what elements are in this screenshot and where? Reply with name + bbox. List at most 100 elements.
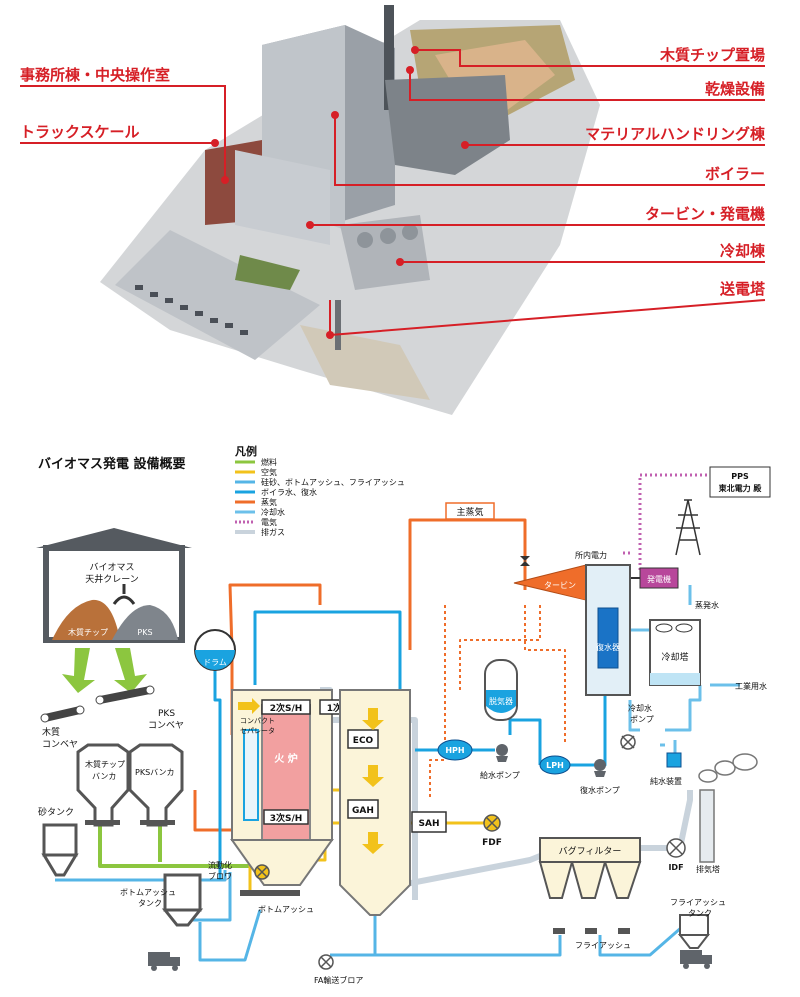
deaerator-label: 脱気器 — [489, 696, 513, 706]
sah — [411, 811, 447, 833]
cooling-tower: 冷却塔 — [649, 619, 701, 686]
legend-label: 冷却水 — [261, 507, 285, 517]
fluidizing-blower-label-1: 流動化 — [208, 860, 232, 870]
fly-ash-tank-label-2: タンク — [688, 909, 712, 918]
bottom-ash-tank-label-1: ボトムアッシュ — [120, 888, 176, 897]
legend-label: 蒸気 — [261, 497, 277, 507]
label-material-handling: マテリアルハンドリング棟 — [585, 125, 766, 143]
steam-extraction-lines — [429, 605, 566, 800]
legend-label: 燃料 — [261, 457, 277, 467]
drum-label: ドラム — [203, 658, 227, 667]
condensate-pump-icon — [594, 759, 606, 777]
superheater-3 — [263, 809, 309, 825]
station-power-label: 所内電力 — [575, 550, 607, 560]
label-cooling: 冷却棟 — [720, 242, 766, 260]
label-tower: 送電塔 — [719, 280, 766, 298]
cooling-fans — [357, 224, 418, 248]
parking-lot — [115, 230, 320, 360]
compact-separator — [243, 729, 259, 821]
arrow-down-icon — [114, 648, 147, 693]
pks-bunker-label: PKSバンカ — [135, 768, 175, 777]
crane-roof — [36, 528, 192, 548]
label-dryer: 乾燥設備 — [705, 80, 765, 98]
bottom-ash-tank-label-2: タンク — [138, 899, 162, 908]
pks-conveyor-label-2: コンベヤ — [148, 721, 184, 731]
label-chip-yard: 木質チップ置場 — [659, 46, 765, 64]
cooling-building — [340, 215, 430, 290]
sand-tank-label: 砂タンク — [38, 806, 74, 818]
diagram-title: バイオマス発電 設備概要 — [38, 456, 186, 472]
wood-chip-pile-label: 木質チップ — [68, 627, 108, 637]
trees — [235, 255, 300, 290]
lph-label: LPH — [546, 761, 564, 770]
hph-label: HPH — [445, 746, 464, 755]
arrow-down-icon — [362, 832, 384, 854]
arrow-down-icon — [62, 648, 95, 693]
pps-box — [709, 466, 771, 498]
crane-label-2: 天井クレーン — [85, 573, 139, 585]
industrial-water-label: 工業用水 — [735, 681, 767, 691]
superheater-2-label: 2次S/H — [270, 702, 303, 714]
turbine-building — [235, 150, 330, 245]
fluidizing-blower-label-2: ブロワ — [208, 871, 232, 881]
wood-chip-pile — [52, 599, 120, 640]
feed-pump-icon — [496, 744, 508, 762]
smoke-icon — [698, 753, 758, 783]
main-steam-box — [445, 502, 495, 520]
boiler-hopper — [230, 839, 334, 886]
crane-label-1: バイオマス — [89, 562, 134, 573]
photo-leader-lines — [20, 49, 766, 337]
superheater-3-label: 3次S/H — [270, 812, 303, 824]
fdf-fan — [483, 814, 501, 832]
cooling-pump-icon — [620, 734, 636, 750]
legend-label: 排ガス — [261, 527, 285, 537]
wood-bunker — [76, 743, 130, 827]
plant-photo — [100, 5, 600, 415]
idf-fan — [666, 838, 686, 858]
boiler: コンパクト セパレータ 火 炉 2次S/H 1次S/H 3次S/H — [230, 689, 367, 886]
sah-label: SAH — [419, 819, 440, 829]
chimney — [384, 5, 394, 110]
generator-label: 発電機 — [647, 574, 671, 584]
fly-ash-tank — [677, 914, 711, 949]
arrow-down-icon — [362, 708, 384, 730]
arrow-right-icon — [238, 698, 260, 714]
crane-house: 木質チップ PKS バイオマス 天井クレーン — [36, 528, 192, 643]
label-turbine: タービン・発電機 — [645, 205, 765, 223]
legend-label: 硅砂、ボトムアッシュ、フライアッシュ — [261, 477, 405, 487]
label-boiler: ボイラー — [705, 165, 765, 183]
sand-tank — [41, 823, 79, 877]
compact-separator-label-1: コンパクト — [240, 717, 275, 725]
pure-water-label: 純水装置 — [650, 776, 682, 786]
transmission-tower — [335, 300, 341, 350]
compact-separator-label-2: セパレータ — [240, 726, 275, 735]
wood-bunker-label-2: バンカ — [92, 772, 116, 781]
main-steam-label: 主蒸気 — [456, 506, 483, 518]
turbine-body — [520, 568, 586, 600]
legend-title: 凡例 — [235, 444, 257, 458]
bag-filter: バグフィルター — [538, 837, 642, 934]
pks-bunker — [128, 743, 184, 827]
legend-label: ボイラ水、復水 — [261, 487, 317, 497]
fly-ash-tank-label-1: フライアッシュ — [670, 898, 726, 907]
wood-conveyor-label-2: コンベヤ — [42, 740, 78, 750]
furnace-label: 火 炉 — [274, 752, 297, 765]
condenser-label: 復水器 — [596, 642, 620, 652]
stack — [699, 789, 715, 863]
feed-pump-label: 給水ポンプ — [480, 770, 520, 780]
bottom-ash-conveyor — [240, 890, 300, 896]
bottom-ash-tank — [161, 873, 204, 927]
transmission-tower-icon — [675, 499, 701, 556]
truck-icon-right — [680, 950, 712, 969]
pks-conveyor — [95, 685, 155, 705]
drum: ドラム — [194, 629, 236, 671]
condensate-pump-label: 復水ポンプ — [580, 785, 620, 795]
bottom-ash-label: ボトムアッシュ — [258, 905, 314, 914]
label-truck-scale: トラックスケール — [20, 123, 140, 141]
arrow-down-icon — [362, 765, 384, 787]
economizer-column: ECO GAH — [339, 689, 411, 916]
gah-label: GAH — [352, 806, 374, 816]
economizer — [347, 729, 379, 749]
